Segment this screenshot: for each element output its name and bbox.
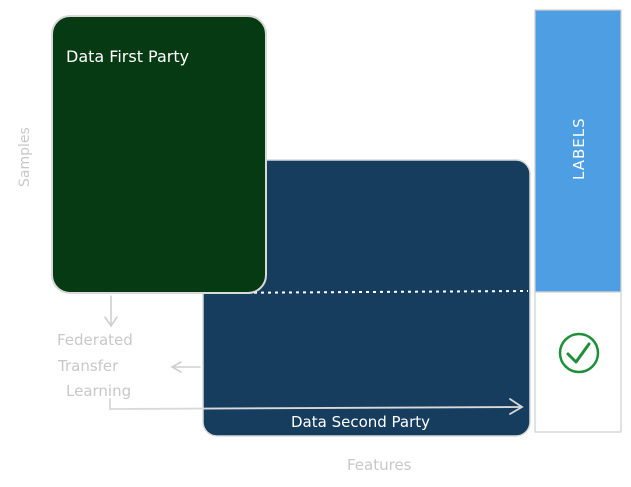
check-circle-icon bbox=[558, 332, 600, 374]
overlap-separator-line bbox=[204, 290, 529, 294]
ftl-label-line-2: Transfer bbox=[57, 357, 119, 375]
second-party-label: Data Second Party bbox=[291, 413, 430, 431]
labels-column bbox=[534, 9, 622, 433]
arrow-right-icon bbox=[109, 398, 524, 415]
first-party-label: Data First Party bbox=[66, 47, 189, 66]
features-axis-label: Features bbox=[347, 456, 412, 474]
arrow-left-icon bbox=[170, 361, 201, 373]
second-party-block bbox=[202, 159, 531, 437]
samples-axis-label: Samples bbox=[17, 127, 33, 187]
ftl-label-line-1: Federated bbox=[57, 331, 133, 349]
first-party-block bbox=[51, 15, 267, 294]
labels-label: LABELS bbox=[570, 117, 588, 180]
arrow-down-icon bbox=[104, 295, 118, 328]
ftl-label-line-3: Learning bbox=[66, 382, 131, 400]
labels-bar bbox=[534, 9, 622, 293]
labels-check-box bbox=[534, 291, 622, 433]
